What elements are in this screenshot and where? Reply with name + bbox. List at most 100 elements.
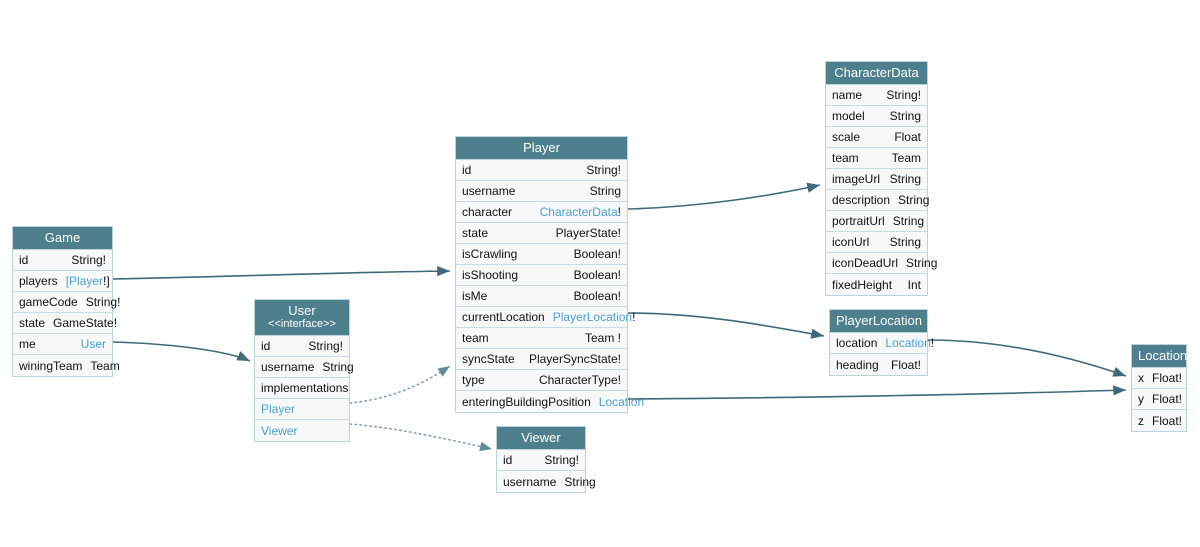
- field-player-character[interactable]: character CharacterData!: [456, 202, 627, 223]
- edge-game-me-to-user: [112, 341, 251, 362]
- field-type: Boolean!: [573, 268, 621, 282]
- entity-viewer-title: Viewer: [497, 427, 585, 450]
- field-characterdata-icondeadurl[interactable]: iconDeadUrl String: [826, 253, 937, 274]
- field-type: GameState!: [53, 316, 118, 330]
- field-name: gameCode: [19, 295, 78, 309]
- non-null-marker: !]: [103, 274, 110, 288]
- field-game-gamecode[interactable]: gameCode String!: [13, 292, 120, 313]
- field-name: iconDeadUrl: [832, 256, 899, 270]
- non-null-marker: !: [632, 310, 636, 324]
- field-name: winingTeam: [19, 358, 83, 373]
- field-name: currentLocation: [462, 310, 545, 324]
- field-name: model: [832, 109, 865, 123]
- entity-characterdata[interactable]: CharacterData name String! model String …: [825, 61, 937, 296]
- field-characterdata-team[interactable]: team Team: [826, 148, 927, 169]
- entity-game-title: Game: [13, 227, 112, 250]
- entity-user[interactable]: User <<interface>> id String! username S…: [254, 299, 354, 442]
- field-playerlocation-heading[interactable]: heading Float!: [830, 354, 927, 375]
- field-player-type[interactable]: type CharacterType!: [456, 370, 627, 391]
- field-player-enteringbuildingposition[interactable]: enteringBuildingPosition Location: [456, 391, 644, 412]
- entity-user-name: User: [288, 303, 316, 318]
- field-player-state[interactable]: state PlayerState!: [456, 223, 627, 244]
- edge-user-viewer-implementation: [349, 423, 493, 452]
- user-implementation-player[interactable]: Player: [255, 399, 349, 420]
- field-name: fixedHeight: [832, 277, 893, 292]
- field-type: Float!: [1152, 371, 1183, 385]
- field-name: description: [832, 193, 891, 207]
- edge-playerlocation-location-to-location: [927, 339, 1127, 377]
- entity-playerlocation-title: PlayerLocation: [830, 310, 927, 333]
- field-type: PlayerState!: [555, 226, 621, 240]
- field-type: Float!: [1152, 413, 1183, 428]
- field-type: String: [892, 214, 925, 228]
- field-name: character: [462, 205, 513, 219]
- field-type: String!: [544, 453, 579, 467]
- field-characterdata-imageurl[interactable]: imageUrl String: [826, 169, 927, 190]
- field-type: String: [889, 235, 921, 249]
- field-type: String: [322, 360, 354, 374]
- field-characterdata-description[interactable]: description String: [826, 190, 929, 211]
- field-type: CharacterData!: [539, 205, 621, 219]
- field-player-isshooting[interactable]: isShooting Boolean!: [456, 265, 627, 286]
- field-player-currentlocation[interactable]: currentLocation PlayerLocation!: [456, 307, 635, 328]
- field-location-y[interactable]: y Float!: [1132, 389, 1186, 410]
- field-type: Float: [894, 130, 921, 144]
- field-type: String: [589, 184, 621, 198]
- field-name: id: [261, 339, 271, 353]
- edge-user-player-implementation: [349, 365, 451, 404]
- field-playerlocation-location[interactable]: location Location!: [830, 333, 934, 354]
- field-characterdata-scale[interactable]: scale Float: [826, 127, 927, 148]
- field-type: String: [906, 256, 938, 270]
- entity-viewer[interactable]: Viewer id String! username String: [496, 426, 596, 493]
- field-type: Float!: [890, 357, 921, 372]
- field-viewer-id[interactable]: id String!: [497, 450, 585, 471]
- field-game-id[interactable]: id String!: [13, 250, 112, 271]
- field-type: Team !: [584, 331, 621, 345]
- field-game-players[interactable]: players [Player!]: [13, 271, 112, 292]
- field-name: scale: [832, 130, 861, 144]
- field-location-x[interactable]: x Float!: [1132, 368, 1186, 389]
- field-type: Location!: [885, 336, 935, 350]
- field-characterdata-name[interactable]: name String!: [826, 85, 927, 106]
- field-game-me[interactable]: me User: [13, 334, 112, 355]
- field-name: state: [19, 316, 46, 330]
- field-type: PlayerSyncState!: [528, 352, 621, 366]
- field-characterdata-fixedheight[interactable]: fixedHeight Int: [826, 274, 927, 295]
- field-name: enteringBuildingPosition: [462, 394, 591, 409]
- field-type: Team: [891, 151, 921, 165]
- field-characterdata-iconurl[interactable]: iconUrl String: [826, 232, 927, 253]
- field-type: Int: [907, 277, 921, 292]
- non-null-marker: !: [617, 205, 621, 219]
- field-type: CharacterType!: [538, 373, 621, 387]
- field-player-isme[interactable]: isMe Boolean!: [456, 286, 627, 307]
- field-player-id[interactable]: id String!: [456, 160, 627, 181]
- field-user-username[interactable]: username String: [255, 357, 354, 378]
- field-user-id[interactable]: id String!: [255, 336, 349, 357]
- field-characterdata-model[interactable]: model String: [826, 106, 927, 127]
- field-type: Team: [90, 358, 120, 373]
- entity-characterdata-title: CharacterData: [826, 62, 927, 85]
- field-name: team: [462, 331, 489, 345]
- field-player-team[interactable]: team Team !: [456, 328, 627, 349]
- entity-player-title: Player: [456, 137, 627, 160]
- section-label: implementations: [261, 381, 349, 395]
- field-player-username[interactable]: username String: [456, 181, 627, 202]
- field-viewer-username[interactable]: username String: [497, 471, 596, 492]
- field-location-z[interactable]: z Float!: [1132, 410, 1186, 431]
- entity-player[interactable]: Player id String! username String charac…: [455, 136, 644, 413]
- user-implementation-viewer[interactable]: Viewer: [255, 420, 349, 441]
- field-characterdata-portraiturl[interactable]: portraitUrl String: [826, 211, 927, 232]
- field-name: iconUrl: [832, 235, 870, 249]
- field-type: Location: [598, 394, 645, 409]
- entity-location[interactable]: Location x Float! y Float! z Float!: [1131, 344, 1187, 432]
- field-game-winingteam[interactable]: winingTeam Team: [13, 355, 120, 376]
- field-type: String: [564, 474, 596, 489]
- field-type: User: [80, 337, 106, 351]
- entity-game[interactable]: Game id String! players [Player!] gameCo…: [12, 226, 120, 377]
- field-game-state[interactable]: state GameState!: [13, 313, 117, 334]
- field-name: z: [1138, 413, 1144, 428]
- field-player-iscrawling[interactable]: isCrawling Boolean!: [456, 244, 627, 265]
- entity-playerlocation[interactable]: PlayerLocation location Location! headin…: [829, 309, 934, 376]
- field-player-syncstate[interactable]: syncState PlayerSyncState!: [456, 349, 627, 370]
